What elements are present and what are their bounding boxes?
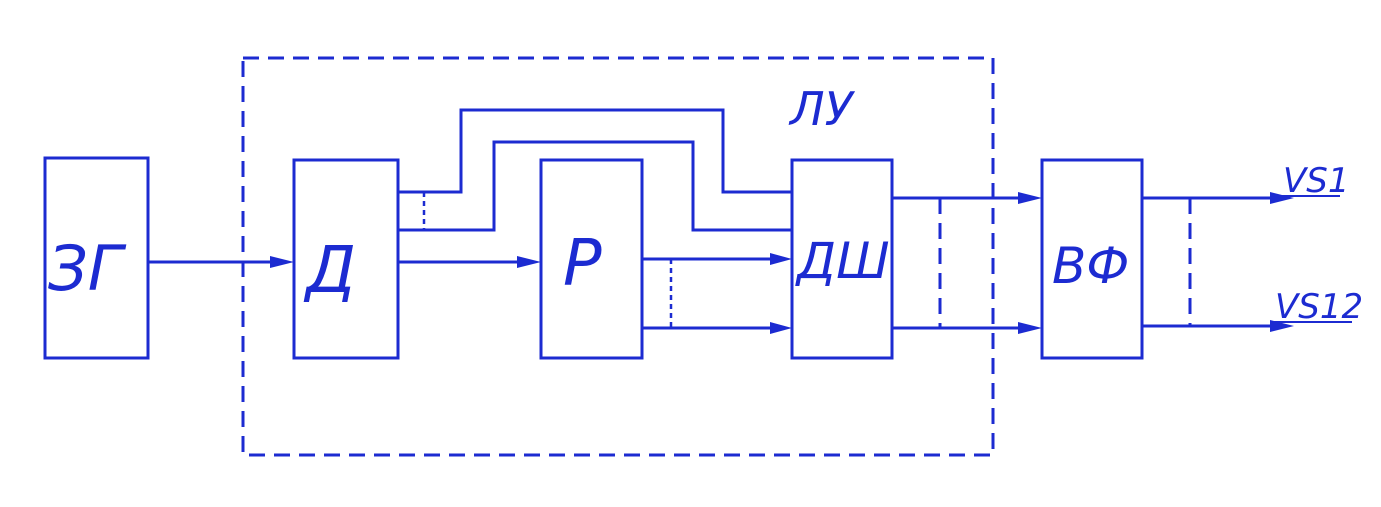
decoder-label: ДШ [795,232,890,290]
shaper-upper-arrow [1018,192,1042,204]
logic-unit-label: ЛУ [788,82,856,136]
decoder-lower-arrow [770,322,792,334]
shaper-block [1040,158,1144,360]
shaper-lower-arrow [1018,322,1042,334]
output-first-label: VS1 [1283,161,1349,201]
divider-to-decoder-upper-line [396,108,794,194]
divider-block [292,158,400,360]
divider-to-decoder-lower-line [396,140,794,232]
logic-unit-boundary [241,56,995,457]
output-last-label: VS12 [1275,287,1363,327]
register-label: Р [563,227,602,301]
generator-label: ЗГ [48,232,127,305]
generator-block [43,156,150,360]
register-input-arrow [517,256,541,268]
decoder-upper-arrow [770,253,792,265]
output-upper-arrow [1270,192,1294,204]
divider-label: Д [303,234,356,308]
divider-input-arrow [270,256,294,268]
shaper-label: ВФ [1052,237,1129,295]
